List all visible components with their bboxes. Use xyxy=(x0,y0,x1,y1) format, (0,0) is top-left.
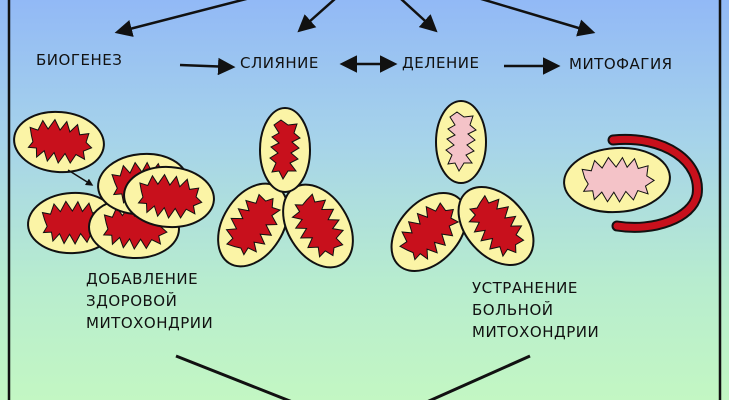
fusion-cluster xyxy=(202,107,369,282)
stage-label-fission: ДЕЛЕНИЕ xyxy=(402,54,480,72)
mitophagy-group xyxy=(560,133,703,233)
stage-label-fusion: СЛИЯНИЕ xyxy=(240,54,319,72)
caption-remove-damaged-line: МИТОХОНДРИИ xyxy=(472,323,600,341)
bottom-converging-lines xyxy=(175,354,531,400)
caption-add-healthy-line: ЗДОРОВОЙ xyxy=(86,292,178,310)
caption-remove-damaged: УСТРАНЕНИЕ БОЛЬНОЙ МИТОХОНДРИИ xyxy=(472,277,599,343)
biogenesis-cluster xyxy=(10,107,217,261)
caption-add-healthy-line: ДОБАВЛЕНИЕ xyxy=(86,270,199,288)
caption-add-healthy-line: МИТОХОНДРИИ xyxy=(86,314,214,332)
top-incoming-arrows xyxy=(114,0,596,37)
fission-cluster xyxy=(375,100,550,287)
arrow-biogenesis-to-fusion xyxy=(179,57,236,76)
caption-remove-damaged-line: БОЛЬНОЙ xyxy=(472,301,554,319)
stage-label-biogenesis: БИОГЕНЕЗ xyxy=(36,51,123,69)
caption-add-healthy: ДОБАВЛЕНИЕ ЗДОРОВОЙ МИТОХОНДРИИ xyxy=(86,268,213,334)
caption-remove-damaged-line: УСТРАНЕНИЕ xyxy=(472,279,578,297)
stage-label-mitophagy: МИТОФАГИЯ xyxy=(569,55,673,73)
